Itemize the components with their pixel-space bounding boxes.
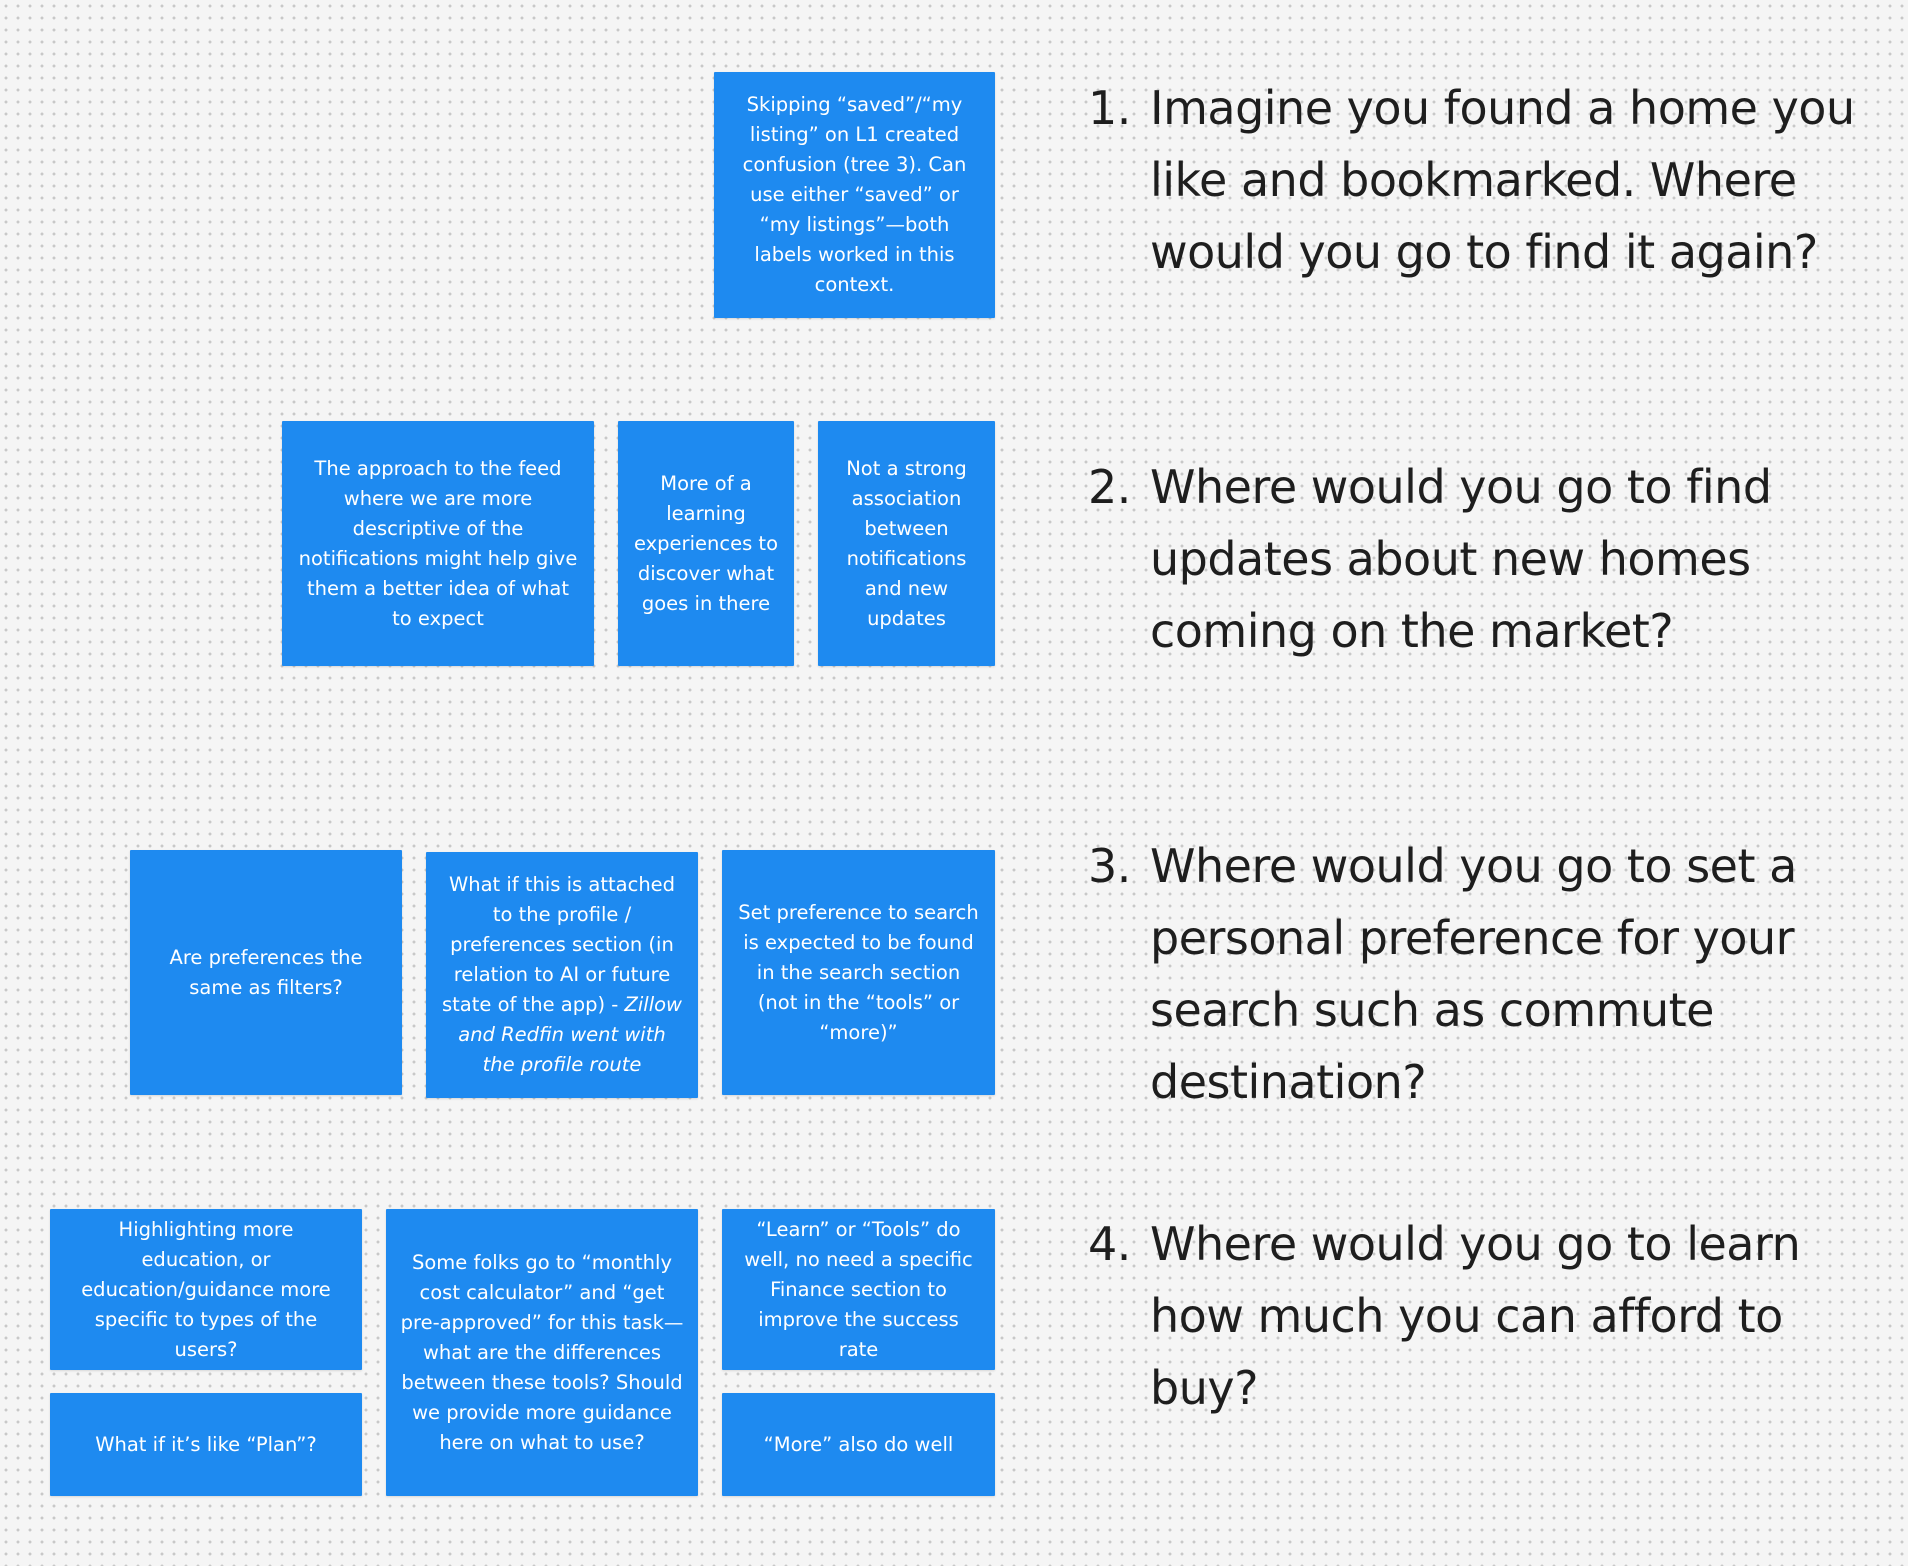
question-3: 3. Where would you go to set a personal … [1088,830,1888,1118]
question-text: Where would you go to find updates about… [1150,460,1772,658]
sticky-note[interactable]: “More” also do well [722,1393,995,1496]
sticky-note-text: More of a learning experiences to discov… [633,471,778,615]
sticky-note-text: The approach to the feed where we are mo… [298,456,578,630]
question-number: 3. [1088,839,1131,893]
question-text: Imagine you found a home you like and bo… [1150,81,1855,279]
sticky-note[interactable]: “Learn” or “Tools” do well, no need a sp… [722,1209,995,1370]
sticky-note-text: Skipping “saved”/“my listing” on L1 crea… [742,93,967,296]
sticky-note[interactable]: Not a strong association between notific… [818,421,995,666]
sticky-note-text-regular: What if this is attached to the profile … [441,873,676,1016]
sticky-note[interactable]: The approach to the feed where we are mo… [282,421,594,666]
question-number: 2. [1088,460,1131,514]
sticky-note-text: Highlighting more education, or educatio… [81,1217,331,1361]
sticky-note-text: What if it’s like “Plan”? [95,1432,317,1456]
question-2: 2. Where would you go to find updates ab… [1088,451,1888,667]
sticky-note[interactable]: More of a learning experiences to discov… [618,421,794,666]
sticky-note-text: Are preferences the same as filters? [169,945,363,999]
sticky-note[interactable]: Highlighting more education, or educatio… [50,1209,362,1370]
sticky-note[interactable]: What if this is attached to the profile … [426,852,698,1098]
sticky-note[interactable]: Some folks go to “monthly cost calculato… [386,1209,698,1496]
sticky-note[interactable]: Are preferences the same as filters? [130,850,402,1095]
sticky-note[interactable]: What if it’s like “Plan”? [50,1393,362,1496]
question-text: Where would you go to learn how much you… [1150,1217,1801,1415]
sticky-note-text: Set preference to search is expected to … [738,900,979,1044]
sticky-note[interactable]: Set preference to search is expected to … [722,850,995,1095]
question-text: Where would you go to set a personal pre… [1150,839,1797,1109]
sticky-note-text: Some folks go to “monthly cost calculato… [400,1250,684,1454]
question-4: 4. Where would you go to learn how much … [1088,1208,1888,1424]
sticky-note-text-italic: Zillow and Redfin went with the profile … [458,993,683,1076]
question-number: 1. [1088,81,1131,135]
sticky-note-text: What if this is attached to the profile … [440,870,684,1080]
question-1: 1. Imagine you found a home you like and… [1088,72,1888,288]
sticky-note-text: “Learn” or “Tools” do well, no need a sp… [744,1217,973,1361]
question-number: 4. [1088,1217,1131,1271]
sticky-note[interactable]: Skipping “saved”/“my listing” on L1 crea… [714,72,995,318]
sticky-note-text: Not a strong association between notific… [846,456,967,630]
sticky-note-text: “More” also do well [763,1432,954,1456]
